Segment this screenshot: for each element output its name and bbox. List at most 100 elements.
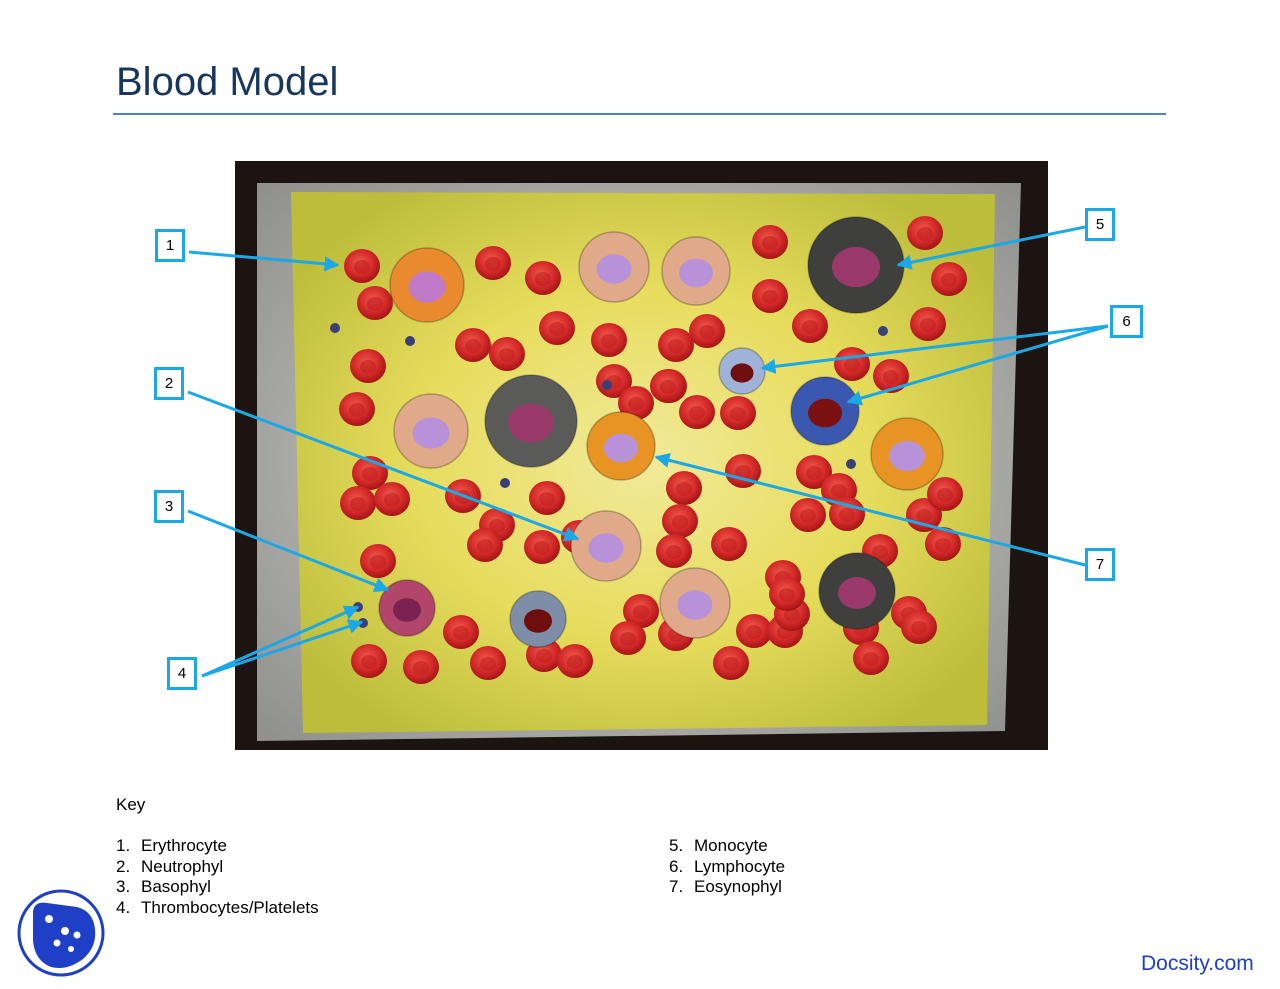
neutrophil-nucleus bbox=[412, 417, 450, 449]
key-item: 4. Thrombocytes/Platelets bbox=[116, 898, 319, 919]
erythrocyte-center bbox=[354, 260, 370, 274]
erythrocyte-center bbox=[601, 334, 617, 348]
key-item: 6. Lymphocyte bbox=[669, 857, 785, 878]
key-item: 1. Erythrocyte bbox=[116, 836, 319, 857]
erythrocyte-center bbox=[620, 632, 636, 646]
platelet bbox=[330, 323, 340, 333]
erythrocyte-center bbox=[779, 588, 795, 602]
erythrocyte-center bbox=[349, 403, 365, 417]
key-list-right: 5.Monocyte 6. Lymphocyte 7. Eosynophyl bbox=[669, 836, 785, 898]
neutrophil-nucleus bbox=[679, 258, 713, 288]
erythrocyte-center bbox=[567, 655, 583, 669]
erythrocyte-center bbox=[360, 360, 376, 374]
basophil-nucleus bbox=[393, 598, 421, 622]
erythrocyte-center bbox=[831, 484, 847, 498]
erythrocyte-center bbox=[676, 482, 692, 496]
erythrocyte-center bbox=[477, 539, 493, 553]
key-item: 2. Neutrophyl bbox=[116, 857, 319, 878]
erythrocyte-center bbox=[536, 649, 552, 663]
erythrocyte-center bbox=[480, 657, 496, 671]
erythrocyte-center bbox=[633, 605, 649, 619]
erythrocyte-center bbox=[699, 325, 715, 339]
erythrocyte-center bbox=[735, 465, 751, 479]
erythrocyte-center bbox=[806, 466, 822, 480]
erythrocyte-center bbox=[485, 257, 501, 271]
key-item-label: Lymphocyte bbox=[694, 856, 786, 876]
platelet bbox=[358, 618, 368, 628]
erythrocyte-center bbox=[660, 380, 676, 394]
callout-3: 3 bbox=[154, 490, 184, 523]
erythrocyte-center bbox=[784, 608, 800, 622]
neutrophil-nucleus bbox=[677, 590, 713, 620]
erythrocyte-center bbox=[361, 655, 377, 669]
monocyte-nucleus bbox=[832, 246, 880, 288]
erythrocyte-center bbox=[911, 621, 927, 635]
erythrocyte-center bbox=[350, 497, 366, 511]
erythrocyte-center bbox=[413, 661, 429, 675]
platelet bbox=[405, 336, 415, 346]
erythrocyte-center bbox=[935, 538, 951, 552]
erythrocyte-center bbox=[549, 322, 565, 336]
erythrocyte-center bbox=[455, 490, 471, 504]
key-item: 5.Monocyte bbox=[669, 836, 785, 857]
erythrocyte-center bbox=[762, 290, 778, 304]
key-list-left: 1. Erythrocyte 2. Neutrophyl 3.Basophyl 4.… bbox=[116, 836, 319, 918]
neutrophil-nucleus bbox=[588, 533, 624, 563]
key-item-number: 4. bbox=[116, 897, 131, 917]
blood-model-photo bbox=[235, 161, 1048, 750]
title-underline bbox=[113, 113, 1166, 115]
erythrocyte-center bbox=[721, 538, 737, 552]
erythrocyte-center bbox=[917, 227, 933, 241]
erythrocyte-center bbox=[453, 626, 469, 640]
key-item-number: 6. bbox=[669, 856, 684, 876]
key-item-label: Eosynophyl bbox=[694, 877, 782, 896]
erythrocyte-center bbox=[916, 509, 932, 523]
callout-1: 1 bbox=[155, 229, 185, 262]
lymphocyte-nucleus bbox=[808, 398, 842, 428]
monocyte-nucleus bbox=[508, 403, 554, 443]
key-item-number: 5. bbox=[669, 836, 684, 855]
key-item-number: 7. bbox=[669, 877, 684, 896]
erythrocyte-center bbox=[746, 625, 762, 639]
erythrocyte-center bbox=[937, 488, 953, 502]
erythrocyte-center bbox=[844, 358, 860, 372]
erythrocyte-center bbox=[628, 397, 644, 411]
key-item: 3.Basophyl bbox=[116, 877, 319, 898]
page-title: Blood Model bbox=[116, 60, 339, 104]
platelet bbox=[353, 602, 363, 612]
erythrocyte-center bbox=[362, 467, 378, 481]
key-item: 7. Eosynophyl bbox=[669, 877, 785, 898]
lymphocyte-nucleus bbox=[524, 609, 552, 633]
platelet bbox=[500, 478, 510, 488]
key-item-label: Erythrocyte bbox=[141, 836, 227, 855]
callout-6: 6 bbox=[1110, 305, 1143, 338]
erythrocyte-center bbox=[465, 339, 481, 353]
erythrocyte-center bbox=[839, 508, 855, 522]
key-item-number: 1. bbox=[116, 836, 131, 855]
erythrocyte-center bbox=[534, 541, 550, 555]
docsity-link[interactable]: Docsity.com bbox=[1141, 952, 1254, 975]
key-item-label: Basophyl bbox=[141, 877, 211, 896]
callout-4: 4 bbox=[167, 657, 197, 690]
key-item-label: Thrombocytes/Platelets bbox=[141, 897, 319, 917]
erythrocyte-center bbox=[863, 652, 879, 666]
platelet bbox=[602, 380, 612, 390]
erythrocyte-center bbox=[384, 493, 400, 507]
platelet bbox=[846, 459, 856, 469]
erythrocyte-center bbox=[370, 555, 386, 569]
blood-model-illustration bbox=[235, 161, 1048, 750]
eosinophil-nucleus bbox=[889, 440, 925, 472]
key-item-number: 2. bbox=[116, 856, 131, 876]
monocyte-nucleus bbox=[838, 577, 876, 609]
docsity-logo-icon[interactable] bbox=[17, 889, 105, 982]
callout-7: 7 bbox=[1085, 548, 1115, 581]
neutrophil-nucleus bbox=[596, 254, 632, 284]
erythrocyte-center bbox=[762, 236, 778, 250]
erythrocyte-center bbox=[802, 320, 818, 334]
eosinophil-nucleus bbox=[408, 271, 446, 303]
erythrocyte-center bbox=[800, 509, 816, 523]
erythrocyte-center bbox=[499, 348, 515, 362]
erythrocyte-center bbox=[730, 407, 746, 421]
key-item-label: Neutrophyl bbox=[141, 856, 224, 876]
erythrocyte-center bbox=[689, 406, 705, 420]
